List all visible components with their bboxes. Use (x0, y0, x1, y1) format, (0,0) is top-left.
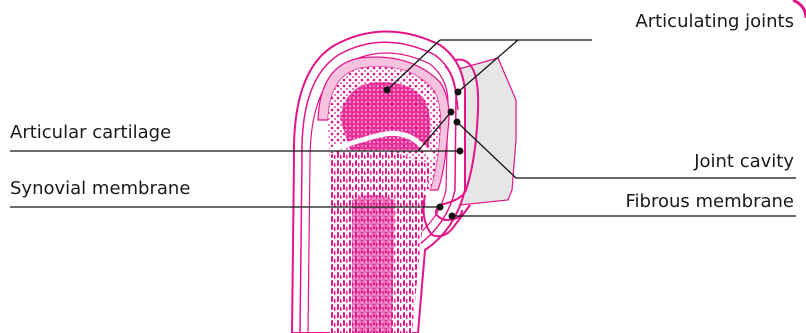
dot-joint-cavity (454, 119, 461, 126)
dot-articulating-joints-2 (455, 89, 462, 96)
dot-articulating-joints-1 (384, 87, 391, 94)
dot-fibrous-membrane (449, 213, 456, 220)
label-articulating-joints: Articulating joints (635, 13, 794, 31)
label-synovial-membrane: Synovial membrane (10, 180, 190, 198)
label-articular-cartilage: Articular cartilage (10, 124, 171, 142)
dot-synovial-membrane (437, 204, 444, 211)
label-fibrous-membrane: Fibrous membrane (626, 193, 794, 211)
dot-articular-cartilage (448, 109, 455, 116)
label-joint-cavity: Joint cavity (694, 153, 794, 171)
corner-arc (793, 0, 806, 18)
dot-articular-cartilage-right (457, 148, 464, 155)
medullary-cavity (352, 195, 395, 333)
